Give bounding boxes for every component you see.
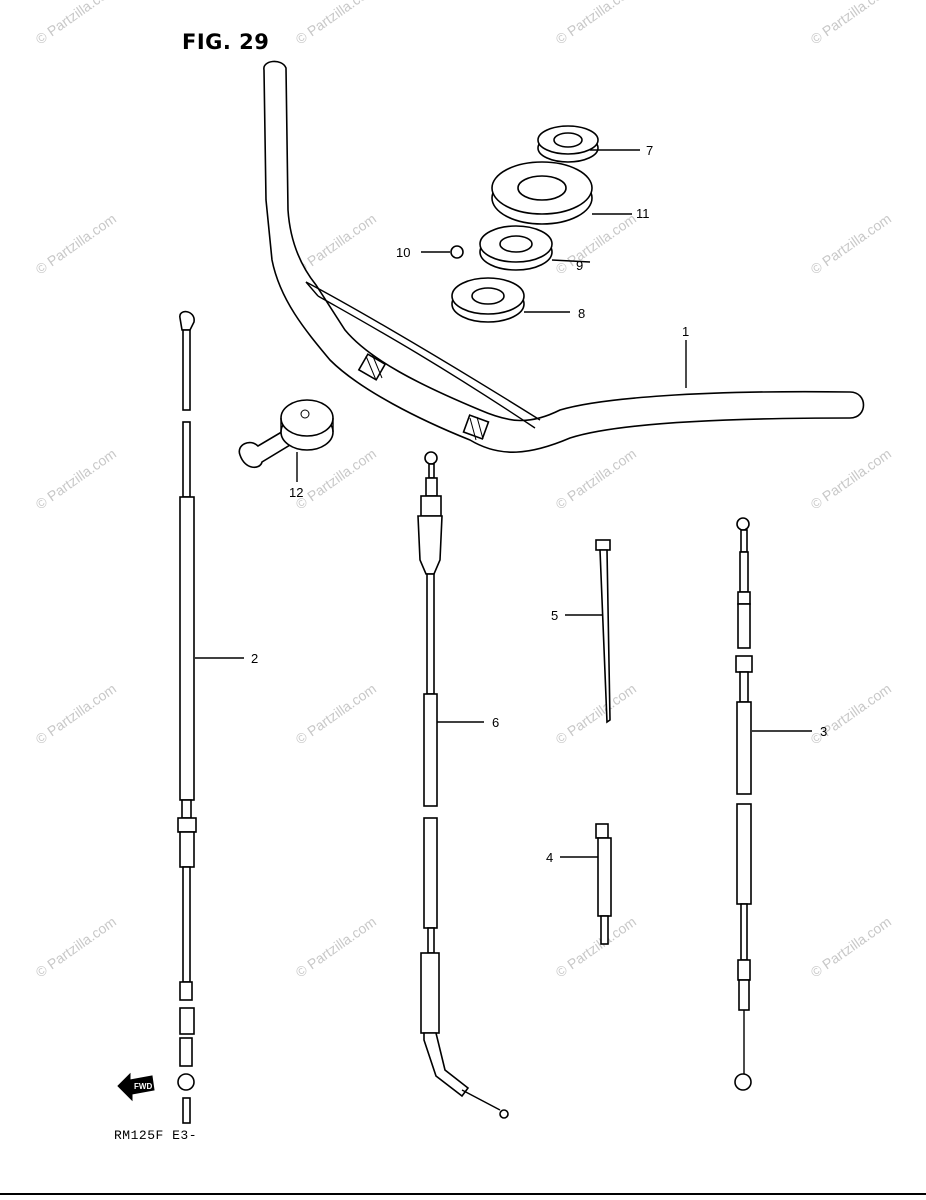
fwd-arrow-icon: FWD [117, 1072, 155, 1102]
callout-8: 8 [578, 306, 585, 321]
callout-6: 6 [492, 715, 499, 730]
callout-9: 9 [576, 258, 583, 273]
washer-part [491, 161, 593, 225]
decompression-cable-part [734, 517, 753, 1091]
figure-title: FIG. 29 [182, 30, 270, 54]
watermark: © Partzilla.com [33, 210, 119, 277]
callout-10: 10 [396, 245, 410, 260]
throttle-housing-part [238, 399, 334, 469]
callout-2: 2 [251, 651, 258, 666]
callouts: 7 11 9 8 10 1 2 12 6 5 4 3 [251, 143, 827, 865]
watermark: © Partzilla.com [553, 680, 639, 747]
watermarks: © Partzilla.com © Partzilla.com © Partzi… [33, 0, 894, 980]
callout-1: 1 [682, 324, 689, 339]
callout-11: 11 [636, 206, 650, 221]
watermark: © Partzilla.com [293, 680, 379, 747]
throttle-cable-part [177, 310, 197, 1124]
callout-7: 7 [646, 143, 653, 158]
bottom-rule [0, 1193, 926, 1195]
watermark: © Partzilla.com [808, 913, 894, 980]
watermark: © Partzilla.com [553, 445, 639, 512]
model-code: RM125F E3- [114, 1128, 198, 1143]
callout-5: 5 [551, 608, 558, 623]
fwd-label: FWD [134, 1082, 152, 1091]
ring-part [479, 225, 553, 271]
watermark: © Partzilla.com [293, 445, 379, 512]
watermark: © Partzilla.com [33, 0, 119, 47]
nut-part [537, 125, 599, 163]
watermark: © Partzilla.com [33, 445, 119, 512]
callout-3: 3 [820, 724, 827, 739]
watermark: © Partzilla.com [33, 913, 119, 980]
watermark: © Partzilla.com [293, 210, 379, 277]
watermark: © Partzilla.com [33, 680, 119, 747]
watermark: © Partzilla.com [293, 913, 379, 980]
watermark: © Partzilla.com [808, 210, 894, 277]
watermark: © Partzilla.com [808, 445, 894, 512]
watermark: © Partzilla.com [553, 913, 639, 980]
tie-strap-part [595, 539, 611, 724]
callout-12: 12 [289, 485, 303, 500]
clamp-strap-part [595, 823, 612, 945]
seal-part [451, 277, 525, 323]
clutch-cable-part [417, 451, 509, 1119]
watermark: © Partzilla.com [553, 0, 639, 47]
handlebar-part [263, 60, 865, 453]
leader-lines [195, 149, 812, 858]
ball-part [450, 245, 464, 259]
callout-4: 4 [546, 850, 553, 865]
watermark: © Partzilla.com [808, 0, 894, 47]
watermark: © Partzilla.com [293, 0, 379, 47]
